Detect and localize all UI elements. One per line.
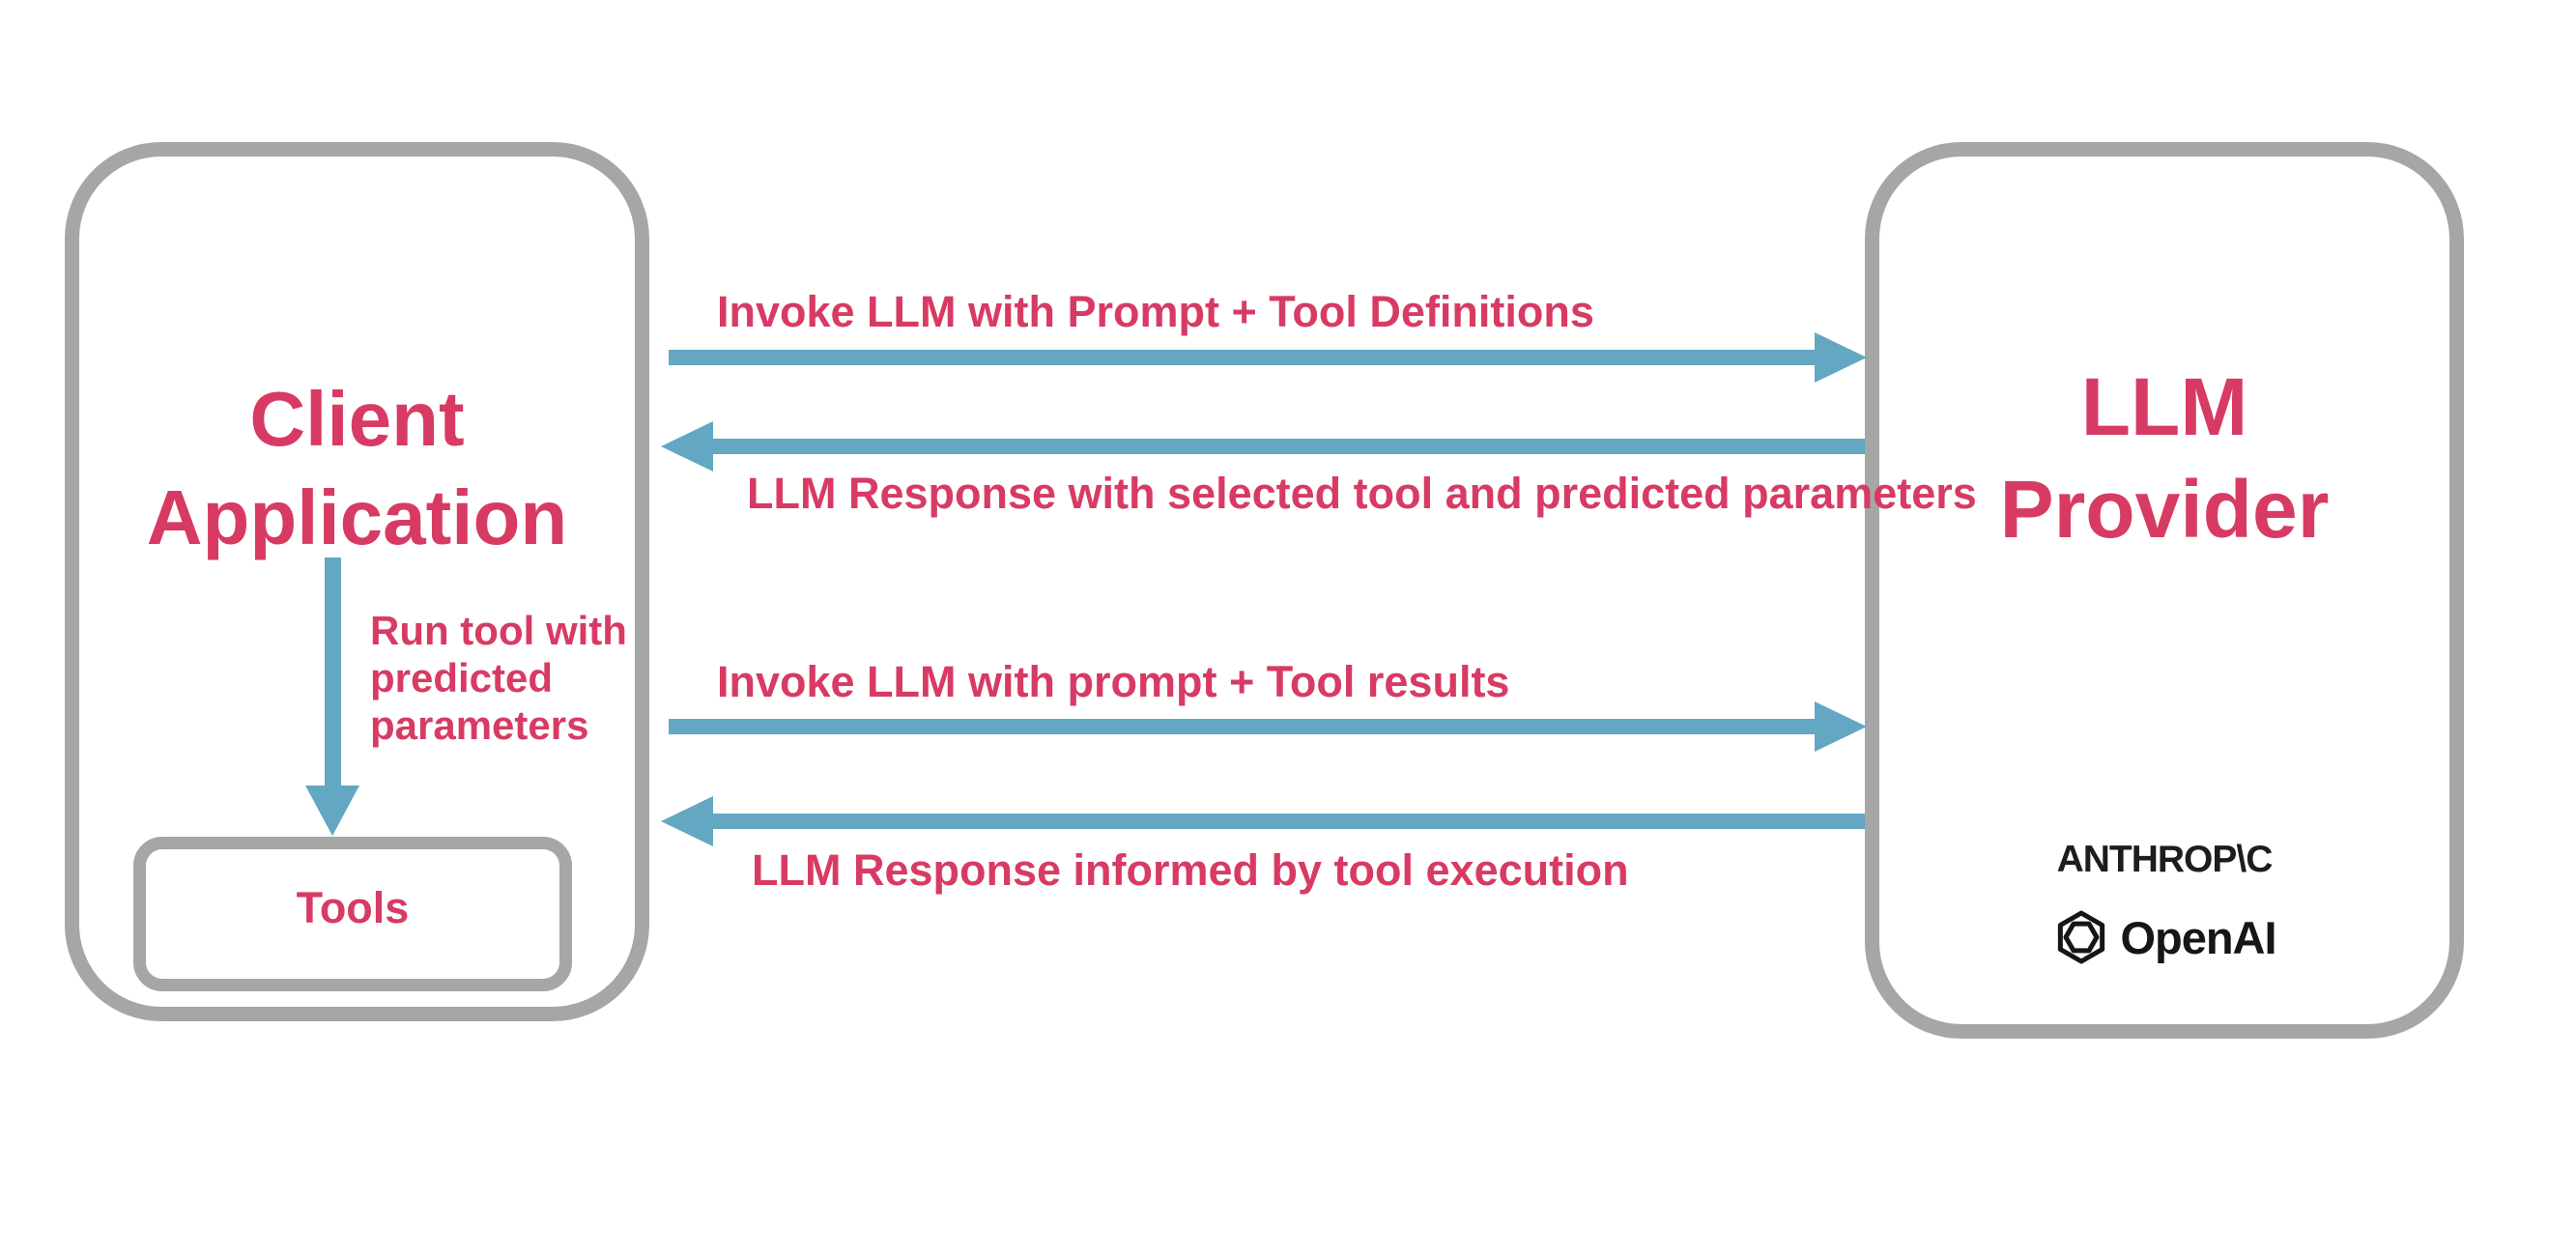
client-application-title: Client Application	[65, 370, 649, 567]
llm-provider-title: LLM Provider	[1865, 356, 2464, 560]
run-tool-label-line2: predicted	[370, 655, 554, 700]
flow-arrow-3-shaft	[669, 719, 1815, 734]
run-tool-arrow-shaft	[325, 558, 341, 786]
client-title-line2: Application	[146, 474, 568, 560]
anthropic-logo: ANTHROP\C	[2056, 839, 2274, 880]
flow-arrow-1-head-icon	[1815, 332, 1867, 383]
run-tool-label-line1: Run tool with	[370, 608, 627, 653]
run-tool-label-line3: parameters	[370, 702, 589, 748]
openai-logo-text: OpenAI	[2120, 911, 2276, 963]
run-tool-arrow-head-icon	[305, 786, 359, 836]
flow-arrow-2-head-icon	[661, 421, 713, 472]
flow-label-response-informed: LLM Response informed by tool execution	[752, 845, 1629, 895]
tools-box-label: Tools	[296, 883, 410, 932]
flow-label-invoke-results: Invoke LLM with prompt + Tool results	[717, 657, 1510, 706]
llm-title-line1: LLM	[2080, 361, 2248, 452]
flow-label-invoke-definitions: Invoke LLM with Prompt + Tool Definition…	[717, 287, 1594, 336]
openai-logo-icon	[2058, 910, 2105, 964]
tools-box	[133, 837, 572, 991]
flow-arrow-4-head-icon	[661, 796, 713, 846]
flow-label-response-selected-tool: LLM Response with selected tool and pred…	[747, 469, 1977, 518]
flow-arrow-1-shaft	[669, 350, 1815, 365]
openai-logo: OpenAI	[1865, 908, 2464, 966]
flow-arrow-4-shaft	[713, 814, 1865, 829]
run-tool-label: Run tool with predicted parameters	[370, 607, 627, 749]
llm-provider-box	[1865, 142, 2464, 1039]
flow-arrow-2-shaft	[713, 439, 1865, 454]
llm-title-line2: Provider	[1999, 464, 2330, 555]
client-title-line1: Client	[249, 376, 465, 462]
flow-arrow-3-head-icon	[1815, 701, 1867, 752]
